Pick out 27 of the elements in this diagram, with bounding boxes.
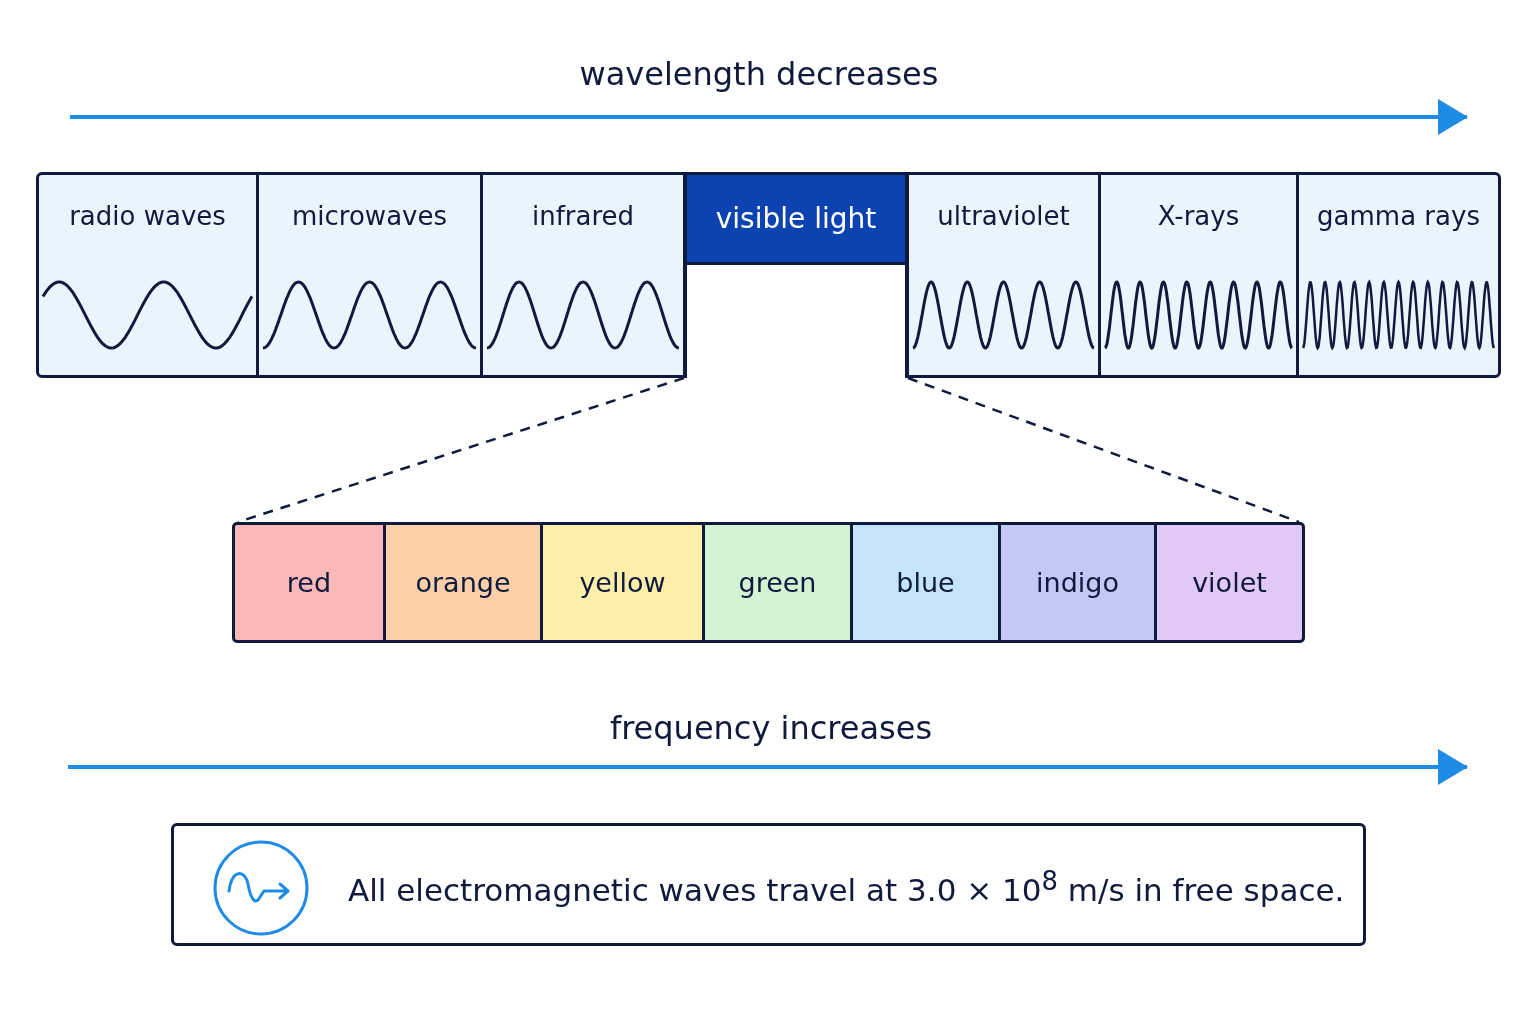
spectrum-band [480,172,686,378]
band-label: radio waves [68,201,227,231]
spectrum-band [1296,172,1501,378]
color-band: indigo [998,522,1157,643]
band-label: infrared [530,201,636,231]
color-band: blue [850,522,1001,643]
note-text: All electromagnetic waves travel at 3.0 × 10$^{8}$ m/s in free space. [348,866,1345,909]
band-label: X-rays [1156,201,1241,231]
band-label: microwaves [291,201,448,231]
zoom-guide-line [907,376,1300,524]
spectrum-band-slot [684,172,908,378]
band-label: gamma rays [1316,201,1481,231]
axis-label: wavelength decreases [579,55,939,93]
axis-label: frequency increases [609,709,933,747]
color-band: green [702,522,853,643]
color-band: orange [383,522,543,643]
spectrum-band [36,172,259,378]
spectrum-band [906,172,1101,378]
zoom-guide-line [237,376,685,524]
spectrum-band [1098,172,1299,378]
color-band: red [232,522,386,643]
highlighted-band-label: visible light [687,175,905,265]
spectrum-band [256,172,483,378]
color-band: yellow [540,522,705,643]
color-band: violet [1154,522,1305,643]
note-box [171,823,1366,946]
band-label: ultraviolet [936,201,1071,231]
